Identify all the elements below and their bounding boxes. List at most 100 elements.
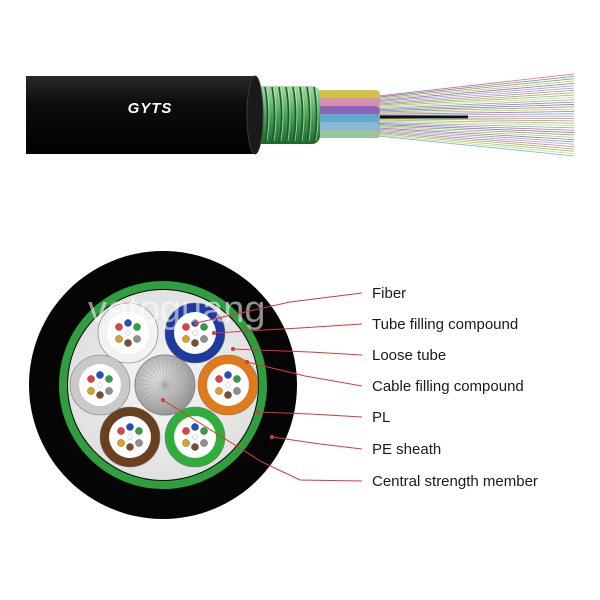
pe-jacket-side: GYTS — [26, 75, 264, 155]
fiber-strand — [377, 111, 575, 115]
fiber-strand — [377, 133, 575, 152]
leader-loose-tube — [232, 348, 363, 356]
label-central-strength-member: Central strength member — [372, 473, 538, 490]
label-fiber: Fiber — [372, 285, 406, 302]
fiber-core — [215, 375, 223, 383]
fiber-core — [117, 427, 125, 435]
armor-rib — [313, 86, 318, 144]
armor-rib — [292, 86, 297, 144]
fiber-core — [191, 423, 199, 431]
armor-rib-highlight — [280, 88, 284, 142]
armor-rib-highlight — [308, 88, 312, 142]
fiber-strand — [377, 75, 575, 98]
fiber-strand — [377, 92, 575, 106]
loose-tube-white — [97, 302, 159, 364]
fiber-core — [96, 391, 104, 399]
fiber-strand — [377, 128, 575, 143]
armor-ribs — [257, 86, 319, 144]
fiber-strand — [377, 124, 575, 133]
fiber-core — [182, 335, 190, 343]
csm-strand — [137, 378, 193, 392]
armor-rib-highlight — [287, 88, 291, 142]
fiber-strand — [377, 123, 575, 131]
fiber-strand — [377, 113, 575, 116]
fiber-core — [96, 371, 104, 379]
fiber-core — [200, 427, 208, 435]
loose-tube-orange — [197, 354, 259, 416]
fiber-core — [182, 439, 190, 447]
fiber-strand — [377, 131, 575, 148]
armor-rib-highlight — [301, 88, 305, 142]
fiber-core — [233, 387, 241, 395]
fiber-strand — [377, 121, 575, 129]
loose-tube-blue — [164, 302, 226, 364]
leader-fiber — [195, 292, 363, 324]
steel-tape-armor-ring — [59, 281, 267, 489]
fiber-fan — [377, 73, 575, 157]
cable-side-view: GYTS — [26, 73, 575, 157]
fiber-core — [200, 335, 208, 343]
fiber-core — [182, 427, 190, 435]
leader-loose-tube-dot — [231, 347, 235, 351]
fiber-core — [133, 335, 141, 343]
fiber-core — [182, 323, 190, 331]
armor-rib — [306, 86, 311, 144]
armor-rib-highlight — [273, 88, 277, 142]
leader-fiber-dot — [194, 321, 198, 325]
leader-tube-filling — [213, 323, 363, 334]
fiber-strand — [377, 134, 575, 155]
fiber-strand — [377, 85, 575, 103]
leader-tube-filling-dot — [212, 331, 216, 335]
fiber-strand — [377, 94, 575, 107]
fiber-strand — [377, 78, 575, 99]
fiber-core — [224, 371, 232, 379]
fiber-strand — [377, 120, 575, 126]
armor-rib-highlight — [266, 88, 270, 142]
fiber-core — [191, 339, 199, 347]
fiber-strand — [377, 106, 575, 113]
fiber-strand — [377, 99, 575, 109]
csm-texture — [137, 357, 193, 413]
fiber-strand — [377, 101, 575, 111]
label-pl: PL — [372, 409, 390, 426]
label-loose-tube: Loose tube — [372, 347, 446, 364]
fiber-core — [135, 439, 143, 447]
fiber-core — [126, 423, 134, 431]
loose-tubes-side — [316, 90, 380, 138]
fiber-strand — [377, 125, 575, 136]
loose-tube-gray — [69, 354, 131, 416]
leader-central-strength — [162, 399, 363, 482]
leader-pl-dot — [256, 410, 260, 414]
armor-rib-highlight — [294, 88, 298, 142]
fiber-strand — [377, 118, 575, 122]
label-pe-sheath: PE sheath — [372, 441, 441, 458]
fiber-core — [87, 375, 95, 383]
cable-brand-text: GYTS — [128, 100, 173, 117]
fiber-strand — [377, 108, 575, 114]
fiber-strand — [377, 126, 575, 138]
fiber-strand — [377, 73, 575, 97]
fiber-core — [224, 391, 232, 399]
armor-rib — [299, 86, 304, 144]
leader-pe-sheath-dot — [270, 435, 274, 439]
loose-tubes-cross-section — [69, 302, 259, 468]
fiber-core — [105, 387, 113, 395]
fiber-core — [215, 387, 223, 395]
fiber-strand — [377, 104, 575, 112]
fiber-core — [124, 319, 132, 327]
fiber-core — [115, 323, 123, 331]
leader-cable-filling — [246, 361, 363, 387]
fiber-core — [233, 375, 241, 383]
armor-rib — [278, 86, 283, 144]
leader-central-strength-dot — [161, 398, 165, 402]
fiber-core — [191, 443, 199, 451]
fiber-strand — [377, 82, 575, 101]
fiber-strand — [377, 80, 575, 100]
leader-cable-filling-dot — [245, 360, 249, 364]
armor-rib — [271, 86, 276, 144]
fiber-strand — [377, 129, 575, 145]
fiber-core — [135, 427, 143, 435]
fiber-core — [200, 439, 208, 447]
cable-cross-section: vetoguang — [29, 251, 297, 519]
